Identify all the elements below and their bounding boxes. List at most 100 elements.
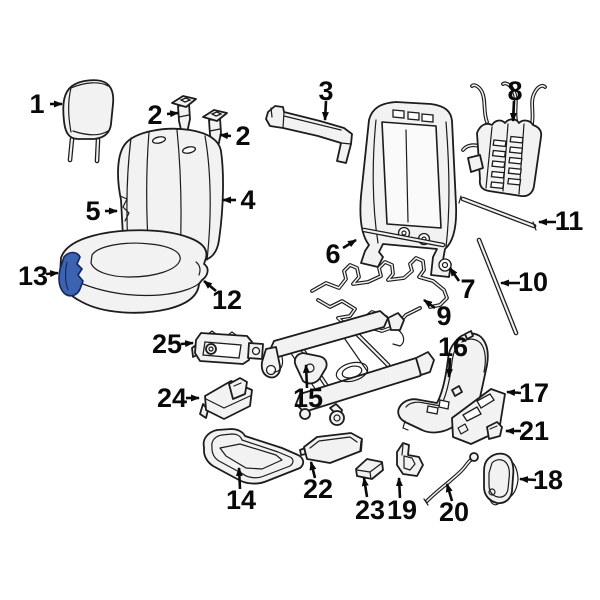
callout-number[interactable]: 16 — [438, 332, 468, 362]
callout-number[interactable]: 3 — [318, 76, 333, 106]
callout-number[interactable]: 22 — [303, 474, 333, 504]
callout-25-power-seat-switch[interactable]: 25 — [152, 329, 194, 359]
part-support-rod-shape — [458, 195, 537, 231]
callout-number[interactable]: 7 — [460, 274, 475, 304]
callout-number[interactable]: 9 — [436, 301, 451, 331]
part-trim-clip-shape — [486, 421, 503, 440]
part-seat-cushion-side-bolster[interactable] — [58, 251, 84, 297]
part-recliner-knob-cap-shape — [488, 459, 510, 498]
callout-3-seat-back-bracket[interactable]: 3 — [318, 76, 334, 121]
callout-number[interactable]: 19 — [387, 495, 417, 525]
part-spacer-block[interactable] — [355, 458, 384, 480]
callout-number[interactable]: 6 — [325, 239, 340, 269]
part-seat-back-bracket-shape — [265, 105, 353, 164]
part-seat-track-assembly-shape — [299, 408, 311, 420]
part-seat-module[interactable] — [299, 432, 363, 464]
part-long-rod[interactable] — [476, 237, 519, 336]
callout-23-spacer-block[interactable]: 23 — [355, 477, 385, 525]
part-seat-track-assembly-shape — [265, 364, 277, 376]
part-trim-clip-shape — [489, 425, 498, 430]
part-seat-back-bracket-shape — [270, 107, 352, 145]
part-outer-side-shield-shape — [405, 343, 460, 408]
callout-number[interactable]: 23 — [355, 495, 385, 525]
part-release-bracket-shape — [401, 444, 416, 471]
part-power-seat-switch-shape — [208, 346, 214, 352]
callout-number[interactable]: 2 — [147, 100, 162, 130]
callout-7-seat-back-frame[interactable]: 7 — [448, 267, 476, 304]
callout-number[interactable]: 24 — [157, 383, 187, 413]
part-seat-back-cushion-shape — [119, 195, 130, 222]
part-side-trim-panel-shape — [451, 417, 469, 438]
callout-24-module-bracket[interactable]: 24 — [157, 383, 200, 413]
callout-number[interactable]: 25 — [152, 329, 182, 359]
part-release-bracket[interactable] — [396, 442, 424, 477]
part-seat-back-heater-pad[interactable] — [461, 81, 547, 198]
callout-number[interactable]: 18 — [533, 465, 563, 495]
callout-number[interactable]: 8 — [507, 76, 522, 106]
callout-number[interactable]: 15 — [293, 383, 323, 413]
part-seat-track-assembly-shape — [387, 312, 405, 331]
callout-number[interactable]: 14 — [226, 485, 256, 515]
part-headrest-shape — [67, 136, 101, 164]
callout-2-headrest-guide-rear[interactable]: 2 — [219, 121, 251, 151]
callout-number[interactable]: 2 — [235, 121, 250, 151]
part-seat-back-frame[interactable] — [359, 101, 458, 278]
part-seat-back-frame-shape — [441, 261, 449, 269]
callout-16-outer-side-shield[interactable]: 16 — [438, 332, 468, 378]
part-front-shield[interactable] — [202, 428, 305, 485]
callout-18-recliner-knob-cap[interactable]: 18 — [519, 465, 563, 495]
part-seat-back-heater-pad-shape — [467, 154, 484, 173]
callout-1-headrest[interactable]: 1 — [29, 89, 63, 119]
part-module-bracket-shape — [228, 377, 248, 400]
callout-2-headrest-guide-front[interactable]: 2 — [147, 100, 179, 130]
callout-6-seat-back-frame[interactable]: 6 — [325, 238, 357, 269]
part-headrest[interactable] — [62, 79, 115, 164]
part-seat-track-assembly[interactable] — [260, 310, 435, 426]
part-headrest-guide-front[interactable] — [171, 95, 197, 135]
callout-number[interactable]: 10 — [518, 267, 548, 297]
part-trim-clip[interactable] — [486, 421, 503, 440]
part-recliner-knob-cap[interactable] — [483, 452, 519, 506]
callout-number[interactable]: 13 — [18, 261, 48, 291]
callout-17-side-trim-panel[interactable]: 17 — [506, 378, 549, 408]
callout-number[interactable]: 21 — [519, 416, 549, 446]
part-seat-back-bracket[interactable] — [265, 105, 353, 164]
part-seat-back-heater-pad-shape — [490, 139, 507, 190]
part-seat-track-assembly-shape — [329, 410, 345, 426]
callout-number[interactable]: 11 — [555, 206, 584, 236]
callout-arrow — [219, 132, 232, 140]
callout-number[interactable]: 17 — [519, 378, 549, 408]
callout-8-seat-back-heater-pad[interactable]: 8 — [507, 76, 523, 122]
part-seat-track-assembly-shape — [415, 351, 435, 376]
callout-number[interactable]: 1 — [29, 89, 44, 119]
callout-number[interactable]: 5 — [85, 196, 100, 226]
callout-20-release-cable[interactable]: 20 — [439, 483, 469, 527]
part-module-bracket[interactable] — [199, 377, 253, 420]
callout-15-seat-track-assembly[interactable]: 15 — [293, 364, 323, 413]
part-seat-back-heater-pad-shape — [507, 135, 524, 186]
callout-19-release-bracket[interactable]: 19 — [387, 477, 417, 525]
callout-5-seat-back-side[interactable]: 5 — [85, 196, 118, 226]
part-release-cable[interactable] — [423, 452, 479, 506]
callout-13-seat-cushion-side-bolster[interactable]: 13 — [18, 261, 59, 291]
callout-number[interactable]: 4 — [240, 185, 255, 215]
callout-10-long-rod[interactable]: 10 — [500, 267, 548, 297]
callout-12-seat-cushion[interactable]: 12 — [203, 280, 242, 315]
callout-21-trim-clip[interactable]: 21 — [505, 416, 549, 446]
callout-11-support-rod[interactable]: 11 — [538, 206, 584, 236]
part-headrest-shape — [68, 82, 109, 136]
callout-9-cushion-wire-frame[interactable]: 9 — [423, 298, 452, 331]
part-power-seat-switch[interactable] — [191, 330, 264, 365]
callout-22-seat-module[interactable]: 22 — [303, 461, 333, 504]
callout-number[interactable]: 20 — [439, 497, 469, 527]
callout-arrow — [519, 476, 537, 483]
callout-number[interactable]: 12 — [212, 285, 242, 315]
part-support-rod[interactable] — [458, 195, 537, 231]
callout-14-front-shield[interactable]: 14 — [226, 467, 256, 515]
part-seat-back-cushion[interactable] — [117, 127, 224, 262]
callout-arrow — [506, 389, 522, 397]
callout-4-seat-back-cushion[interactable]: 4 — [222, 185, 256, 215]
part-seat-track-assembly-shape — [333, 414, 341, 422]
part-seat-cushion[interactable] — [59, 229, 209, 314]
callout-arrow — [309, 461, 317, 479]
